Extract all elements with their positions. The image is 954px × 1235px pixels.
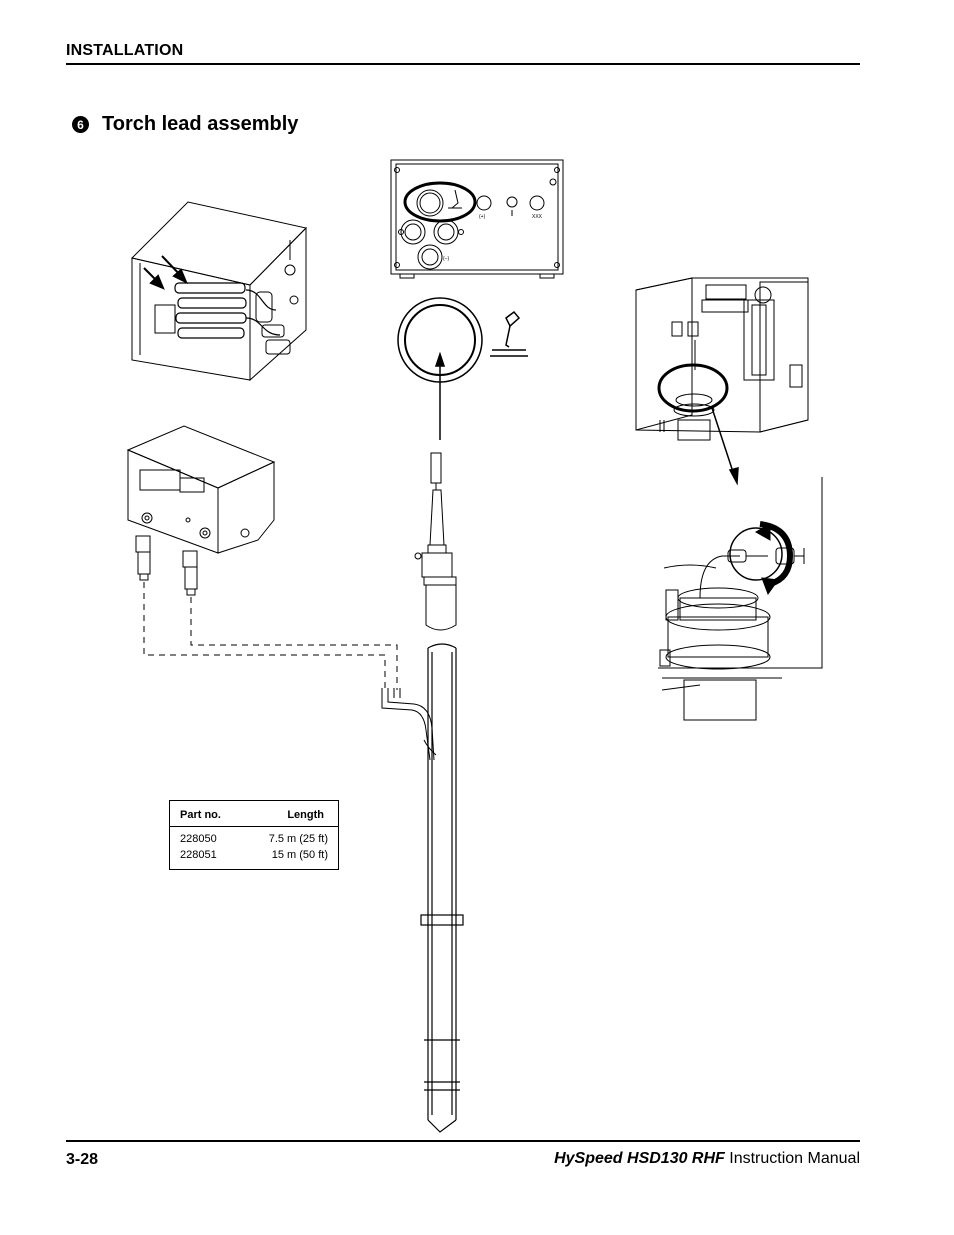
arrow-icon xyxy=(143,255,188,290)
console-box-open-left xyxy=(131,201,307,382)
page-number: 3-28 xyxy=(66,1151,99,1168)
arrow-icon xyxy=(434,351,446,440)
rotate-arrow-icon xyxy=(754,521,794,596)
console-label-b: (–) xyxy=(443,256,449,262)
part-number-cell: 228051 xyxy=(180,849,217,861)
console-box-open-right xyxy=(635,277,809,441)
parts-table-header-part-no: Part no. xyxy=(180,809,221,821)
page-title: Torch lead assembly xyxy=(102,113,299,135)
manual-title: HySpeed HSD130 RHF Instruction Manual xyxy=(554,1150,860,1168)
table-row: 228050 7.5 m (25 ft) xyxy=(180,833,328,845)
arrow-icon xyxy=(711,407,739,486)
gas-hose-path xyxy=(143,582,398,690)
torch-connection-detail xyxy=(658,477,823,721)
gas-hose-fitting-left xyxy=(135,535,151,581)
parts-table: Part no. Length 228050 7.5 m (25 ft) 228… xyxy=(169,800,339,870)
section-header: INSTALLATION xyxy=(66,42,184,59)
length-cell: 7.5 m (25 ft) xyxy=(268,833,328,845)
highlight-ellipse xyxy=(657,363,729,413)
table-row: 228051 15 m (50 ft) xyxy=(180,849,328,861)
step-number-badge: 6 xyxy=(72,116,89,133)
gas-console-box xyxy=(126,425,276,554)
footer-rule xyxy=(66,1140,860,1142)
console-label-a: (+) xyxy=(479,214,486,220)
console-front-panel-labels: (+) (–) XXX xyxy=(443,214,543,262)
manual-suffix: Instruction Manual xyxy=(724,1150,860,1167)
product-name: HySpeed HSD130 RHF xyxy=(554,1150,725,1167)
header-rule xyxy=(66,63,860,65)
section-title: 6 Torch lead assembly xyxy=(72,113,298,136)
parts-table-header-length: Length xyxy=(287,809,324,821)
console-label-c: XXX xyxy=(532,214,543,220)
parts-table-rule xyxy=(170,826,338,827)
torch-symbol-icon xyxy=(490,310,528,357)
gas-hose-connection xyxy=(381,688,437,761)
length-cell: 15 m (50 ft) xyxy=(271,849,328,861)
gas-hose-fitting-right xyxy=(182,550,198,596)
torch-lead-hose xyxy=(420,643,464,1133)
highlight-ellipse xyxy=(403,181,477,223)
torch-lead-connector-end xyxy=(414,452,457,631)
part-number-cell: 228050 xyxy=(180,833,217,845)
